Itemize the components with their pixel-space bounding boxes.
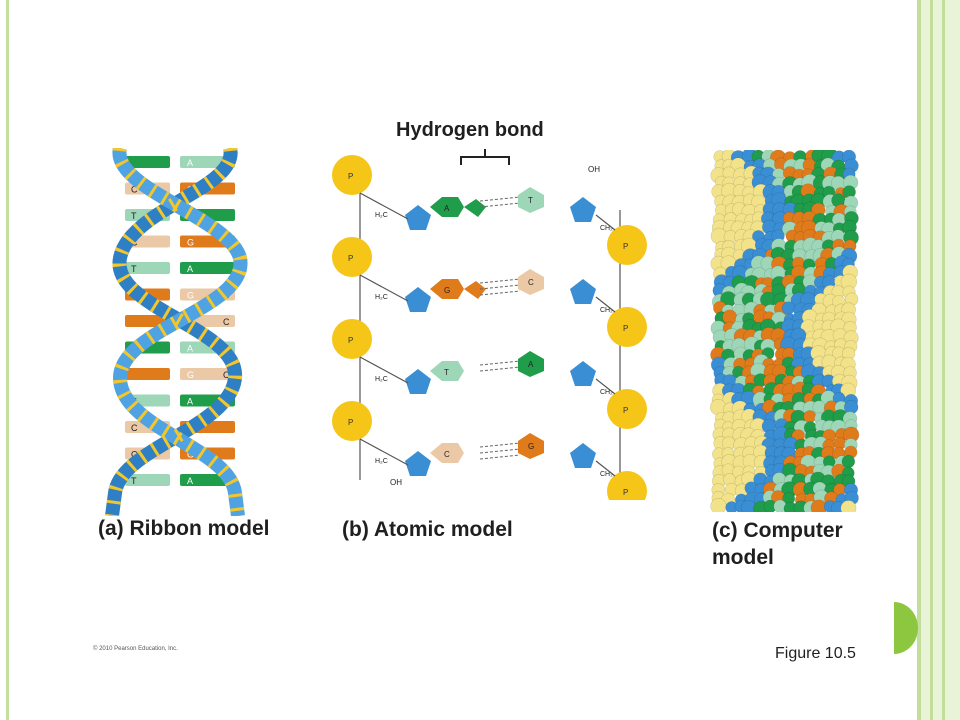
atom-sphere	[840, 500, 857, 512]
base-letter: T	[131, 264, 137, 274]
base-letter: C	[223, 370, 230, 380]
base-letter: G	[187, 238, 194, 248]
base-letter: T	[131, 211, 137, 221]
phosphate-group-icon	[607, 225, 647, 265]
base-letter: A	[187, 158, 193, 168]
ch2-label: CH₂	[600, 389, 613, 396]
base-letter: T	[444, 368, 449, 377]
phosphate-label: P	[348, 172, 353, 181]
sugar-pentagon-icon	[405, 451, 431, 476]
atom-sphere	[781, 301, 796, 315]
nitrogenous-base-icon	[518, 269, 544, 295]
sugar-pentagon-icon	[570, 197, 596, 222]
phosphate-label: P	[623, 242, 628, 251]
oh-label: OH	[390, 478, 402, 487]
h2c-label: H₂C	[375, 212, 388, 219]
base-letter: C	[131, 423, 138, 433]
phosphate-label: P	[348, 254, 353, 263]
nucleotide-pair-row: P H₂C G C CH₂ P	[332, 237, 647, 347]
right-border-panel	[917, 0, 960, 720]
green-half-circle-bullet-icon	[894, 602, 918, 654]
hydrogen-bond-label: Hydrogen bond	[396, 119, 544, 141]
h2c-label: H₂C	[375, 294, 388, 301]
ribbon-model-label: (a) Ribbon model	[98, 517, 270, 540]
atom-sphere	[812, 400, 826, 414]
base-letter: A	[187, 264, 193, 274]
phosphate-group-icon	[607, 471, 647, 500]
phosphate-group-icon	[332, 319, 372, 359]
base-letter: C	[131, 185, 138, 195]
right-border-line	[917, 0, 921, 720]
computer-model-diagram	[710, 150, 860, 512]
h2c-label: H₂C	[375, 376, 388, 383]
ch2-label: CH₂	[600, 225, 613, 232]
phosphate-label: P	[623, 488, 628, 497]
base-letter: G	[528, 442, 534, 451]
sugar-pentagon-icon	[405, 205, 431, 230]
ch2-label: CH₂	[600, 307, 613, 314]
nitrogenous-base-icon	[430, 279, 464, 299]
left-border-line	[6, 0, 9, 720]
phosphate-group-icon	[332, 237, 372, 277]
base-letter: C	[444, 450, 450, 459]
nitrogenous-base-icon	[518, 433, 544, 459]
base-letter: A	[528, 360, 534, 369]
nucleotide-pair-row: P H₂C A T CH₂ P	[332, 155, 647, 265]
right-border-line	[930, 0, 933, 720]
base-letter: C	[528, 278, 534, 287]
base-letter: C	[131, 450, 138, 460]
nitrogenous-base-icon	[430, 361, 464, 381]
phosphate-group-icon	[332, 401, 372, 441]
base-letter: T	[131, 476, 137, 486]
atom-sphere	[803, 410, 817, 424]
phosphate-group-icon	[607, 307, 647, 347]
base-letter: G	[187, 291, 194, 301]
phosphate-group-icon	[607, 389, 647, 429]
nitrogenous-base-icon	[430, 197, 464, 217]
computer-model-label-line: (c) Computer	[712, 519, 843, 542]
base-letter: T	[528, 196, 533, 205]
phosphate-label: P	[623, 406, 628, 415]
base-letter: A	[187, 344, 193, 354]
hydrogen-bond-bracket	[460, 149, 510, 165]
base-letter: C	[223, 317, 230, 327]
ch2-label: CH₂	[600, 471, 613, 478]
nitrogenous-base-icon	[430, 443, 464, 463]
phosphate-label: P	[623, 324, 628, 333]
atomic-model-diagram: PH₂CATCH₂PPH₂CGCCH₂PPH₂CTACH₂PPH₂CCGCH₂P…	[332, 155, 647, 500]
base-letter: G	[187, 370, 194, 380]
sugar-pentagon-icon	[570, 443, 596, 468]
nucleotide-pair-row: P H₂C T A CH₂ P	[332, 319, 647, 429]
oh-label: OH	[588, 165, 600, 174]
atom-sphere	[710, 497, 727, 512]
phosphate-label: P	[348, 336, 353, 345]
copyright-note: © 2010 Pearson Education, Inc.	[93, 646, 178, 652]
sugar-pentagon-icon	[570, 279, 596, 304]
figure-number: Figure 10.5	[775, 645, 856, 662]
sugar-pentagon-icon	[570, 361, 596, 386]
phosphate-label: P	[348, 418, 353, 427]
base-letter: A	[444, 204, 450, 213]
base-letter: G	[444, 286, 450, 295]
computer-model-label-line: model	[712, 546, 774, 569]
nitrogenous-base-icon	[518, 351, 544, 377]
right-border-line	[942, 0, 945, 720]
base-letter: A	[187, 476, 193, 486]
h2c-label: H₂C	[375, 458, 388, 465]
base-letter: A	[187, 397, 193, 407]
sugar-pentagon-icon	[405, 369, 431, 394]
computer-model-label: (c) Computer model	[712, 517, 872, 571]
nucleotide-pair-row: P H₂C C G CH₂ P	[332, 401, 647, 500]
sugar-pentagon-icon	[405, 287, 431, 312]
nitrogenous-base-icon	[518, 187, 544, 213]
atomic-model-label: (b) Atomic model	[342, 518, 513, 541]
phosphate-group-icon	[332, 155, 372, 195]
